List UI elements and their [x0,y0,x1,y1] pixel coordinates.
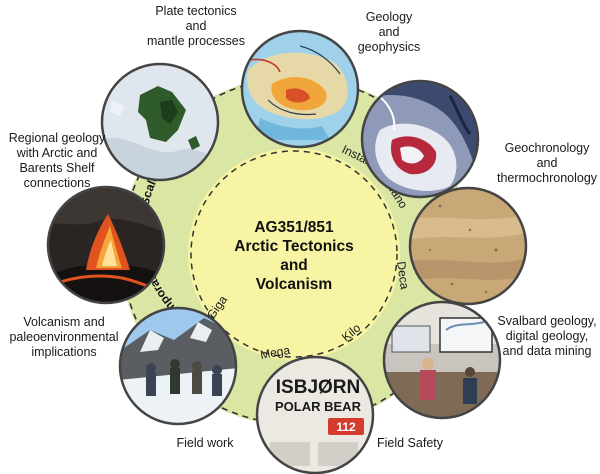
topic-geology-geophysics-line-1: Geology [366,10,413,24]
topic-geochronology-line-2: and [537,156,558,170]
photo-geochronology-grain-border [408,186,528,306]
photo-field-work-border [118,306,238,426]
topic-geology-geophysics-line-3: geophysics [358,40,421,54]
topic-volcanism-line-1: Volcanism and [23,315,104,329]
topic-volcanism-line-3: implications [31,345,96,359]
photo-field-work [120,308,236,424]
photo-svalbard-classroom-border [382,300,502,420]
course-title-line-4: Volcanism [256,276,332,293]
topic-plate-tectonics-line-1: Plate tectonics [155,4,236,18]
topic-svalbard-line-1: Svalbard geology, [497,314,596,328]
scale-label-mega: Mega [259,343,291,362]
photo-volcanic-eruption-border [46,185,166,305]
photo-geophysics-model [362,81,478,197]
topic-regional-geology: Regional geology with Arctic and Barents… [9,131,106,190]
topic-field-safety-line-1: Field Safety [377,436,444,450]
photo-volcanic-eruption [48,187,164,303]
topic-regional-geology-line-1: Regional geology [9,131,106,145]
photo-field-safety-sign: ISBJØRN POLAR BEAR 112 [257,357,373,473]
topic-field-work: Field work [177,436,235,450]
photo-svalbard-map-border [100,62,220,182]
topic-regional-geology-line-3: Barents Shelf [19,161,95,175]
photo-plate-tectonics-globe-border [240,29,360,149]
topic-regional-geology-line-4: connections [24,176,91,190]
topic-geochronology: Geochronology and thermochronology [497,141,598,185]
topic-volcanism: Volcanism and paleoenvironmental implica… [9,315,118,359]
topic-svalbard-line-3: and data mining [503,344,592,358]
topic-plate-tectonics-line-2: and [186,19,207,33]
topic-geochronology-line-1: Geochronology [505,141,591,155]
scale-label-deca: Deca [394,260,412,290]
sign-emergency-number: 112 [336,420,356,434]
photo-field-safety-sign-border [255,355,375,474]
topic-plate-tectonics-line-3: mantle processes [147,34,245,48]
course-title-line-1: AG351/851 [254,219,334,236]
center-circle [188,148,400,360]
center-circle-dashed-border [190,150,398,358]
course-title-line-2: Arctic Tectonics [234,238,353,255]
photo-geophysics-model-border [360,79,480,199]
topic-plate-tectonics: Plate tectonics and mantle processes [147,4,245,48]
topic-geology-geophysics-line-2: and [379,25,400,39]
topic-svalbard-geology: Svalbard geology, digital geology, and d… [497,314,596,358]
topic-regional-geology-line-2: with Arctic and [16,146,98,160]
sign-title: ISBJØRN [276,377,360,398]
sign-subtitle: POLAR BEAR [275,399,362,414]
topic-volcanism-line-2: paleoenvironmental [9,330,118,344]
topic-field-work-line-1: Field work [177,436,235,450]
course-title-line-3: and [280,257,308,274]
topic-geology-geophysics: Geology and geophysics [358,10,421,54]
photo-geochronology-grain [410,188,526,304]
topic-geochronology-line-3: thermochronology [497,171,598,185]
course-title: AG351/851 Arctic Tectonics and Volcanism [234,219,353,293]
topic-svalbard-line-2: digital geology, [506,329,588,343]
topic-field-safety: Field Safety [377,436,444,450]
photo-plate-tectonics-globe [242,31,358,147]
